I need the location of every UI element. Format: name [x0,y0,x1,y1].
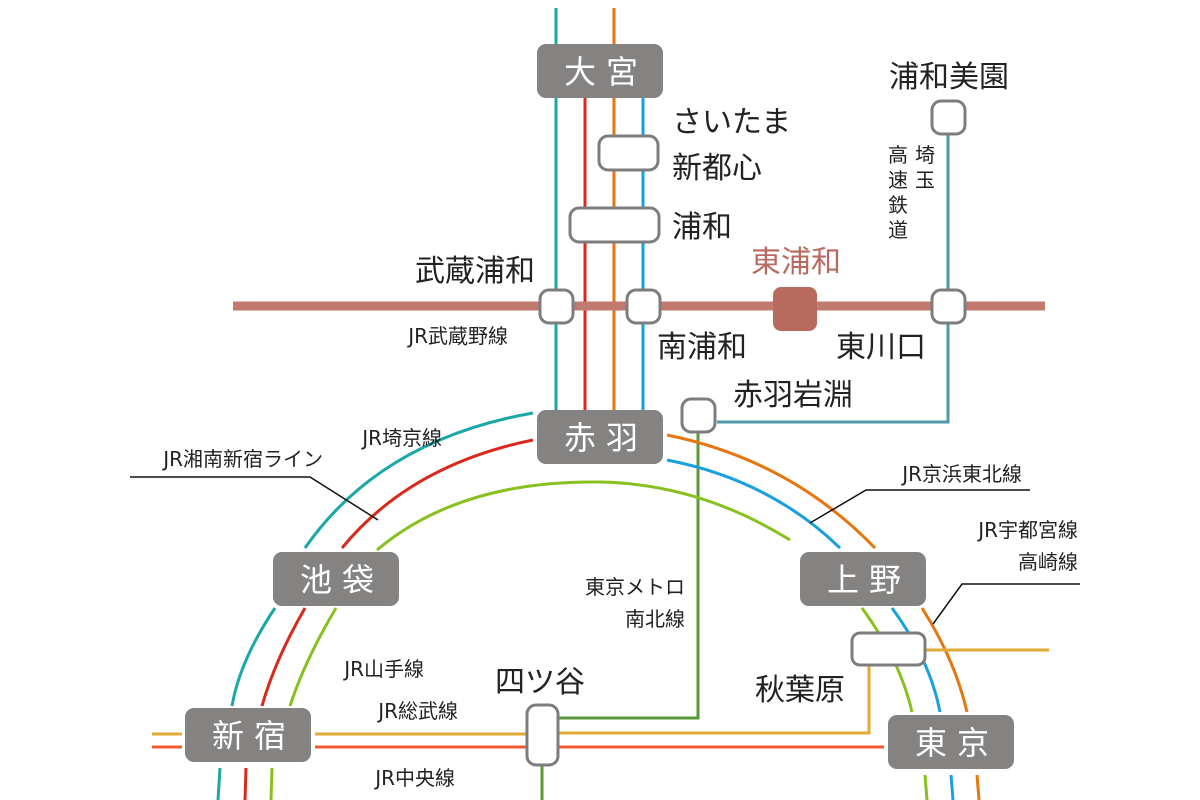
label-saitama-shintoshin-1: さいたま [672,105,791,140]
line-label-sobu: JR総武線 [376,699,458,723]
yamanote-arc-mid [288,607,338,707]
saitama-railway-char: 鉄 [888,193,908,217]
hub-akabane[interactable]: 赤羽 [537,410,663,464]
line-label-utsunomiya-1: JR宇都宮線 [976,518,1078,542]
utsunomiya-arc-tail [975,774,981,800]
hub-label-akabane: 赤羽 [564,419,648,457]
leader-lines [130,476,1080,625]
saitama-railway-char: 埼 [915,143,935,167]
station-marker-akihabara[interactable] [850,631,927,667]
namboku-line [557,428,700,720]
hub-omiya[interactable]: 大宮 [537,44,663,98]
yamanote-arc-south [269,767,274,800]
keihin-arc-tail [949,774,955,800]
line-label-shonan-shinjuku: JR湘南新宿ライン [161,447,323,471]
shonan-arc-south [243,767,248,800]
station-marker-saitama-shintoshin[interactable] [597,134,660,172]
hub-label-tokyo: 東京 [915,724,999,762]
keihin-arc-north [666,458,842,550]
hub-label-shinjuku: 新宿 [212,717,296,755]
sobu-chuo-lines [152,648,1049,749]
station-marker-minami-urawa[interactable] [625,288,662,325]
hub-label-omiya: 大宮 [564,53,648,91]
hub-ikebukuro[interactable]: 池袋 [273,552,399,606]
shonan-arc-north [340,438,534,549]
utsunomiya-leader [932,583,1080,625]
hub-label-ikebukuro: 池袋 [300,561,384,599]
saitama-railway-char: 道 [888,218,908,242]
line-label-saikyo: JR埼京線 [360,426,442,450]
shonan-leader [130,476,379,521]
label-yotsuya: 四ツ谷 [495,665,585,700]
line-label-yamanote: JR山手線 [342,657,424,681]
line-label-musashino: JR武蔵野線 [406,324,508,348]
line-label-namboku-2: 南北線 [625,607,685,631]
label-higashi-kawaguchi: 東川口 [836,330,926,365]
yamanote-arc-tail [923,774,929,800]
shonan-arc-mid [260,607,307,707]
label-urawa: 浦和 [672,210,732,245]
station-marker-urawa[interactable] [568,206,661,244]
label-akabane-iwabuchi: 赤羽岩淵 [733,378,853,413]
station-marker-urawa-misono[interactable] [930,99,967,136]
label-musashi-urawa: 武蔵浦和 [415,254,535,289]
saitama-railway-char: 速 [888,168,908,192]
label-urawa-misono: 浦和美園 [889,60,1009,95]
utsunomiya-arc-south [920,607,969,713]
line-label-utsunomiya-2: 高崎線 [1018,550,1078,574]
utsunomiya-arc-north [666,433,877,550]
label-akihabara: 秋葉原 [755,673,845,708]
hub-tokyo[interactable]: 東京 [888,715,1014,769]
line-label-keihin-tohoku: JR京浜東北線 [900,462,1022,486]
line-label-saitama-railway: 埼 玉 高 速 鉄 道 [888,143,935,242]
line-label-chuo: JR中央線 [373,766,455,790]
saikyo-arc-south [216,767,222,800]
sobu-line-east [557,665,871,735]
east-arcs [666,433,981,800]
station-marker-higashi-kawaguchi[interactable] [930,288,967,325]
saitama-railway-line [717,132,950,424]
line-label-namboku-1: 東京メトロ [585,575,685,599]
station-marker-musashi-urawa[interactable] [538,288,575,325]
saitama-railway-char: 玉 [915,168,935,192]
label-saitama-shintoshin-2: 新都心 [672,151,762,186]
station-marker-akabane-iwabuchi[interactable] [680,397,717,434]
hub-shinjuku[interactable]: 新宿 [185,708,311,762]
saitama-railway-char: 高 [888,143,908,167]
west-arcs [216,411,791,800]
label-minami-urawa: 南浦和 [657,330,747,365]
label-higashi-urawa: 東浦和 [751,245,841,280]
yamanote-arc-north [376,480,791,552]
small-stations [525,99,967,767]
hub-ueno[interactable]: 上野 [800,552,926,606]
station-marker-higashi-urawa[interactable] [773,287,817,331]
saikyo-arc-mid [230,607,277,707]
station-marker-yotsuya[interactable] [525,703,560,767]
saikyo-arc-north [303,411,534,549]
hub-label-ueno: 上野 [827,561,911,599]
keihin-leader [809,489,1030,524]
